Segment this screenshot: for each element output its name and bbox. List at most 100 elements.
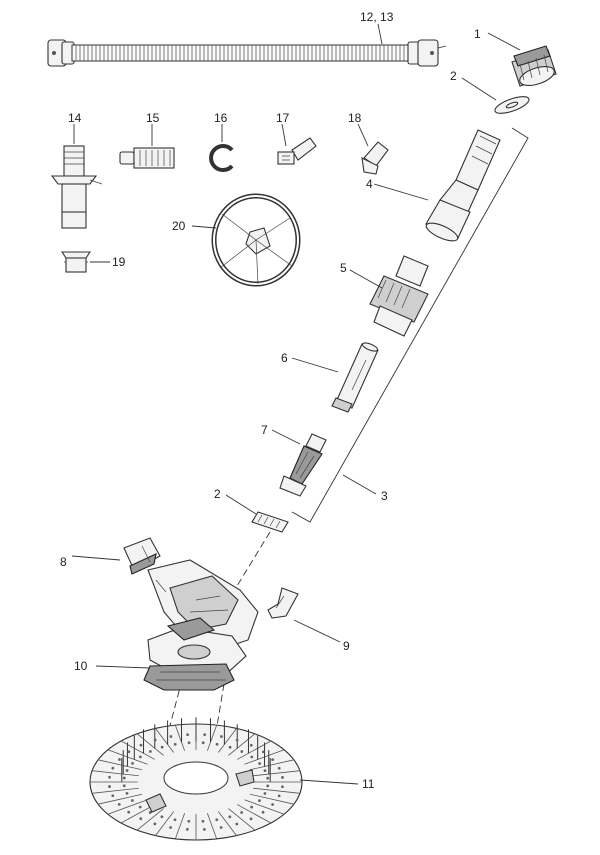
disc-hole [122, 784, 126, 788]
disc-hole [261, 810, 265, 814]
hose-connector-part [119, 147, 175, 169]
disc-fin [97, 793, 143, 805]
disc-hole [235, 822, 239, 826]
disc-fin [253, 787, 301, 794]
disc-fin [91, 787, 139, 794]
callout-4: 4 [366, 177, 373, 191]
disc-fin [249, 793, 295, 805]
plug-part [60, 251, 92, 273]
callout-5: 5 [340, 261, 347, 275]
callout-20: 20 [172, 219, 186, 233]
callout-19: 19 [112, 255, 126, 269]
disc-hole [138, 755, 142, 759]
disc-hole [111, 766, 115, 770]
disc-fin [174, 724, 186, 751]
disc-hole [153, 738, 157, 742]
disc-hole [271, 758, 275, 762]
disc-hole [202, 827, 206, 831]
disc-hole [266, 776, 270, 780]
disc-fin [237, 740, 272, 760]
callout-6: 6 [281, 351, 288, 365]
disc-hole [201, 819, 205, 823]
regulator-part [369, 255, 429, 337]
cylinder-part [331, 342, 379, 413]
disc-fin [217, 811, 237, 836]
disc-hole [130, 799, 134, 802]
disc-fin [237, 804, 272, 824]
disc-hole [127, 810, 131, 814]
disc-fin [217, 728, 237, 753]
elbow-connector-part [277, 137, 317, 165]
angle-fitting-part [361, 141, 389, 175]
disc-fin [244, 799, 285, 815]
disc-hole [131, 761, 134, 765]
disc-hole [240, 750, 244, 753]
disc-hole [235, 738, 239, 742]
disc-hole [281, 776, 284, 779]
disc-hole [186, 733, 190, 737]
disc-hole [117, 802, 121, 806]
disc-hole [258, 762, 262, 765]
callout-1: 1 [474, 27, 481, 41]
disc-fin [107, 749, 148, 765]
disc-hole [160, 745, 164, 749]
callout-16: 16 [214, 111, 228, 125]
disc-hole [138, 805, 142, 809]
disc-hole [125, 769, 129, 772]
disc-hole [173, 818, 177, 822]
disc-hole [148, 811, 152, 814]
wall-fitting-part [50, 145, 103, 229]
disc-hole [108, 785, 111, 788]
disc-hole [160, 815, 164, 819]
disc-hole [127, 750, 131, 754]
disc-hole [263, 769, 267, 773]
disc-hole [277, 766, 281, 770]
disc-hole [215, 818, 219, 822]
callout-10: 10 [74, 659, 88, 673]
disc-hole [125, 791, 129, 795]
disc-hole [249, 743, 253, 747]
disc-hole [187, 741, 191, 745]
disc-fin [120, 804, 155, 824]
callout-15: 15 [146, 111, 160, 125]
disc-hole [139, 743, 143, 747]
disc-hole [240, 811, 244, 814]
disc-hole [228, 745, 232, 749]
disc-hole [271, 803, 274, 806]
disc-fin [155, 811, 175, 836]
disc-fin [97, 759, 143, 771]
callout-17: 17 [276, 111, 290, 125]
disc-hole [173, 742, 177, 746]
callout-2-bottom: 2 [214, 487, 221, 501]
disc-hole [266, 784, 270, 788]
disc-fin [120, 740, 155, 760]
disc-hole [261, 750, 265, 754]
bumper-cap-part [123, 537, 161, 575]
retaining-clip-part [267, 587, 299, 619]
callout-9: 9 [343, 639, 350, 653]
disc-hole [215, 742, 219, 746]
disc-hole [187, 819, 191, 823]
disc-fin [253, 770, 301, 777]
disc-hole [258, 799, 261, 803]
callout-8: 8 [60, 555, 67, 569]
c-clip-part [209, 144, 234, 172]
disc-hole [148, 750, 152, 753]
disc-hole [122, 776, 126, 780]
disc-hole [228, 815, 232, 819]
disc-hole [169, 826, 173, 829]
disc-fin [136, 808, 164, 831]
foot-pad-part [143, 663, 235, 691]
swivel-hose-part [425, 129, 501, 242]
disc-hole [203, 733, 207, 737]
disc-hole [250, 805, 254, 809]
callout-14: 14 [68, 111, 82, 125]
disc-hole [201, 741, 205, 745]
disc-hole [185, 827, 189, 831]
disc-hole [169, 735, 173, 738]
disc-hole [249, 817, 253, 821]
callout-12-13: 12, 13 [360, 10, 394, 24]
disc-fin [206, 724, 218, 751]
hose-section-part [47, 39, 447, 67]
